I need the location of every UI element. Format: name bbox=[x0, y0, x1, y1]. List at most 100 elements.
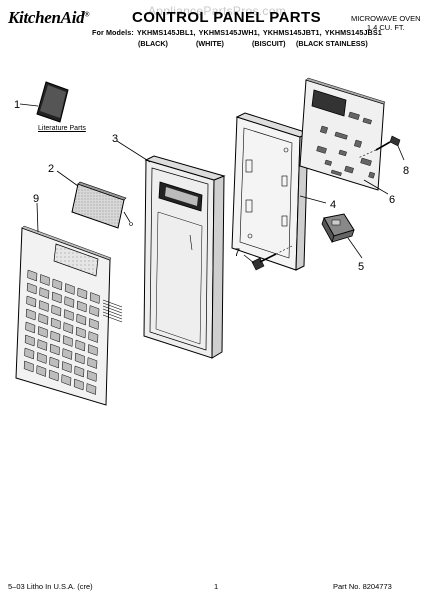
part-number: Part No. 8204773 bbox=[333, 582, 392, 591]
model-number-2: YKHMS145JWH1, bbox=[198, 28, 260, 37]
keypad-key bbox=[88, 318, 99, 330]
control-circuit-board bbox=[299, 77, 389, 195]
keypad-key bbox=[63, 322, 74, 334]
callout-7: 7 bbox=[234, 247, 240, 259]
circuit-components bbox=[316, 111, 376, 179]
leader-line-4 bbox=[299, 195, 327, 204]
oven-type-line1: MICROWAVE OVEN bbox=[351, 14, 421, 23]
callout-3: 3 bbox=[112, 133, 118, 145]
keypad-key bbox=[86, 383, 97, 395]
keypad-key bbox=[49, 343, 60, 356]
keypad-key bbox=[38, 313, 49, 325]
keypad-key bbox=[23, 360, 34, 373]
circuit-component bbox=[348, 111, 360, 120]
oven-type-line2: 1.4 CU. FT. bbox=[366, 23, 405, 32]
keypad-key bbox=[24, 347, 35, 360]
keypad-key bbox=[74, 365, 85, 378]
keypad-key bbox=[76, 300, 87, 313]
keypad-key bbox=[87, 357, 98, 369]
callout-5: 5 bbox=[358, 261, 364, 273]
keypad-key bbox=[61, 374, 72, 386]
keypad-key bbox=[49, 356, 60, 369]
keypad-key bbox=[64, 296, 75, 308]
circuit-component bbox=[362, 117, 372, 125]
keypad-key bbox=[75, 339, 86, 352]
keypad-key bbox=[39, 274, 50, 286]
page-number: 1 bbox=[214, 582, 219, 591]
keypad-key bbox=[24, 334, 35, 347]
keypad-key bbox=[63, 309, 74, 321]
color-black: (BLACK) bbox=[138, 39, 168, 48]
keypad-key bbox=[75, 326, 86, 339]
models-prefix: For Models: bbox=[92, 28, 134, 37]
circuit-component bbox=[324, 159, 332, 166]
keypad-key bbox=[62, 348, 73, 360]
brand-name: KitchenAid bbox=[8, 8, 85, 27]
keypad-key bbox=[61, 361, 72, 373]
model-colors: (BLACK) (WHITE) (BISCUIT) (BLACK STAINLE… bbox=[138, 39, 428, 49]
keypad-key bbox=[26, 295, 37, 308]
model-list: For Models:YKHMS145JBL1,YKHMS145JWH1,YKH… bbox=[92, 28, 385, 37]
control-bracket bbox=[231, 112, 327, 271]
circuit-component bbox=[368, 171, 376, 179]
keypad-key bbox=[89, 305, 100, 317]
keypad-key bbox=[27, 269, 38, 282]
color-white: (WHITE) bbox=[196, 39, 224, 48]
leader-line-7 bbox=[243, 254, 255, 264]
keypad-key bbox=[26, 282, 37, 295]
keypad-key bbox=[50, 317, 61, 330]
keypad-key bbox=[87, 344, 98, 356]
callout-1: 1 bbox=[14, 99, 20, 111]
keypad-key bbox=[76, 313, 87, 326]
oven-type: MICROWAVE OVEN 1.4 CU. FT. bbox=[351, 14, 421, 32]
literature-booklet bbox=[19, 81, 69, 123]
page-title: CONTROL PANEL PARTS bbox=[132, 9, 321, 26]
keypad-key bbox=[73, 378, 84, 391]
keypad-key bbox=[64, 283, 75, 295]
registered-mark: ® bbox=[84, 10, 90, 19]
keypad-key bbox=[51, 291, 62, 304]
keypad-key bbox=[86, 370, 97, 382]
litho-info: 5–03 Litho In U.S.A. (cre) bbox=[8, 582, 93, 591]
screw-upper bbox=[357, 135, 405, 161]
control-panel-frame bbox=[116, 140, 226, 359]
leader-line-8 bbox=[397, 145, 405, 161]
circuit-component bbox=[316, 145, 327, 154]
model-number-4: YKHMS145JBS1 bbox=[324, 28, 382, 37]
circuit-component bbox=[338, 149, 347, 157]
keypad-key bbox=[51, 304, 62, 317]
circuit-component bbox=[330, 169, 342, 177]
color-biscuit: (BISCUIT) bbox=[252, 39, 286, 48]
leader-line-5 bbox=[347, 237, 363, 259]
keypad-key bbox=[38, 300, 49, 312]
circuit-component bbox=[353, 139, 362, 148]
keypad-key bbox=[88, 331, 99, 343]
watermark-text: AppliancePartsPros.com bbox=[148, 4, 286, 18]
leader-line-6 bbox=[363, 179, 389, 195]
color-black-stainless: (BLACK STAINLESS) bbox=[296, 39, 368, 48]
circuit-component bbox=[334, 131, 348, 140]
keypad-key bbox=[52, 278, 63, 291]
callout-6: 6 bbox=[389, 194, 395, 206]
keypad-key bbox=[36, 352, 47, 364]
keypad-membrane bbox=[15, 202, 123, 406]
leader-line-9 bbox=[36, 202, 39, 233]
circuit-component bbox=[344, 165, 354, 174]
keypad-key bbox=[37, 326, 48, 338]
keypad-key bbox=[62, 335, 73, 347]
callout-4: 4 bbox=[330, 199, 336, 211]
literature-parts-label: Literature Parts bbox=[38, 125, 86, 132]
keypad-key bbox=[89, 292, 100, 304]
keypad-key bbox=[25, 321, 36, 334]
callout-8: 8 bbox=[403, 165, 409, 177]
circuit-component bbox=[360, 157, 372, 166]
keypad-key bbox=[74, 352, 85, 365]
circuit-component bbox=[319, 125, 328, 134]
keypad-buttons bbox=[23, 269, 100, 395]
keypad-key bbox=[25, 308, 36, 321]
brand-logo: KitchenAid® bbox=[8, 8, 90, 28]
screw-lower bbox=[243, 245, 293, 271]
leader-line-2 bbox=[56, 170, 79, 187]
callout-2: 2 bbox=[48, 163, 54, 175]
